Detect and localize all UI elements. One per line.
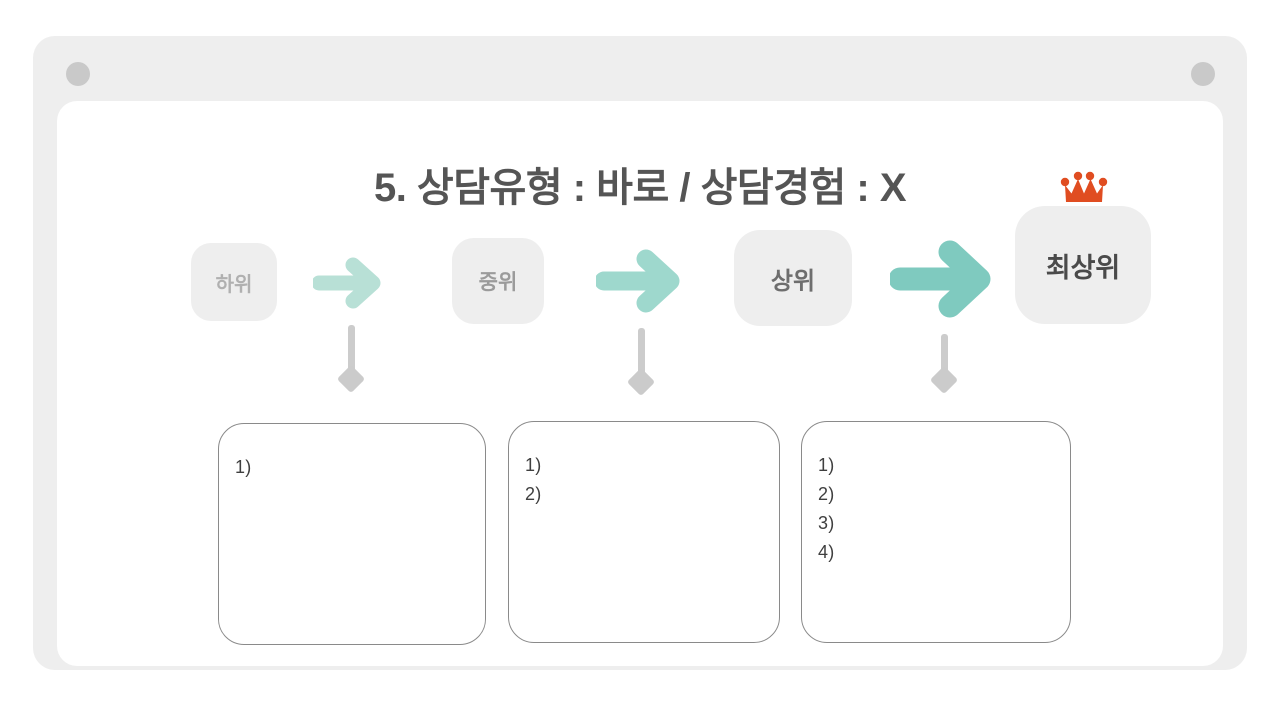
arrow-right-medium-icon — [596, 249, 680, 313]
note-line: 2) — [818, 484, 835, 504]
connector-diamond-icon — [626, 367, 656, 397]
rank-box-top-label: 최상위 — [1045, 252, 1121, 283]
connector-diamond-icon — [929, 365, 959, 395]
note-line: 3) — [818, 513, 835, 533]
note-box-1[interactable]: 1) — [218, 423, 486, 645]
note-box-3[interactable]: 1) 2) 3) 4) — [801, 421, 1071, 643]
rank-box-low[interactable]: 하위 — [191, 243, 277, 321]
connector-line — [940, 334, 948, 382]
arrow-right-small-icon — [313, 257, 381, 309]
connector-diamond-icon — [336, 364, 366, 394]
note-line: 1) — [525, 455, 542, 475]
rank-box-top[interactable]: 최상위 — [1015, 206, 1151, 324]
note-line: 2) — [525, 484, 542, 504]
rank-box-mid[interactable]: 중위 — [452, 238, 544, 324]
rank-box-high[interactable]: 상위 — [734, 230, 852, 326]
arrow-right-large-icon — [890, 240, 991, 318]
connector-line — [347, 325, 355, 381]
window-control-right-icon[interactable] — [1191, 62, 1215, 86]
note-line: 1) — [235, 457, 252, 477]
rank-box-mid-label: 중위 — [478, 271, 518, 294]
connector-down-diamond-1 — [336, 325, 366, 400]
connector-down-diamond-2 — [626, 328, 656, 403]
crown-icon — [1060, 171, 1108, 202]
rank-box-high-label: 상위 — [770, 267, 816, 295]
note-box-2[interactable]: 1) 2) — [508, 421, 780, 643]
connector-down-diamond-3 — [929, 334, 959, 404]
connector-line — [637, 328, 645, 384]
page-title: 5. 상담유형 : 바로 / 상담경험 : X — [373, 166, 907, 210]
note-line: 4) — [818, 542, 835, 562]
rank-box-low-label: 하위 — [215, 273, 253, 296]
window-control-left-icon[interactable] — [66, 62, 90, 86]
note-line: 1) — [818, 455, 835, 475]
